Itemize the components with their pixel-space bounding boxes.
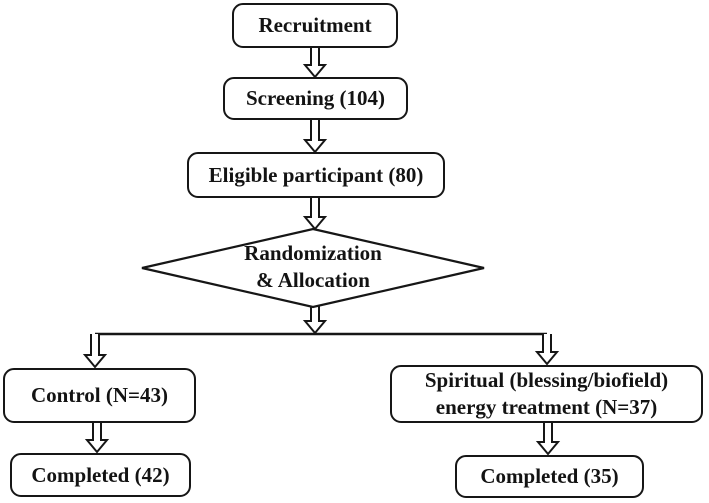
arrow-junction-to-control-icon bbox=[82, 334, 108, 369]
arrow-recruitment-to-screening-icon bbox=[302, 47, 328, 79]
arrow-eligible-to-randomization-icon bbox=[302, 197, 328, 231]
randomization-diamond bbox=[141, 227, 485, 309]
node-randomization-line1: Randomization bbox=[244, 241, 382, 265]
node-screening-label: Screening (104) bbox=[245, 86, 385, 110]
arrow-junction-to-spiritual-icon bbox=[534, 334, 560, 366]
node-recruitment-label: Recruitment bbox=[258, 13, 372, 37]
node-completed-control: Completed (42) bbox=[10, 453, 191, 497]
node-spiritual-line2: energy treatment (N=37) bbox=[435, 395, 658, 419]
node-completed-spiritual-label: Completed (35) bbox=[480, 464, 619, 488]
node-randomization-label: Randomization & Allocation bbox=[213, 240, 413, 294]
node-randomization-line2: & Allocation bbox=[256, 268, 370, 292]
arrow-control-to-completed-icon bbox=[84, 422, 110, 454]
node-spiritual-line1: Spiritual (blessing/biofield) bbox=[424, 368, 669, 392]
node-completed-spiritual: Completed (35) bbox=[455, 455, 644, 498]
node-eligible-label: Eligible participant (80) bbox=[208, 162, 424, 187]
node-screening: Screening (104) bbox=[223, 77, 408, 120]
node-control: Control (N=43) bbox=[3, 368, 196, 423]
node-eligible: Eligible participant (80) bbox=[187, 152, 445, 198]
node-spiritual: Spiritual (blessing/biofield) energy tre… bbox=[390, 365, 703, 423]
node-completed-control-label: Completed (42) bbox=[31, 462, 170, 487]
arrow-randomization-to-junction-icon bbox=[302, 306, 328, 335]
arrow-spiritual-to-completed-icon bbox=[535, 422, 561, 456]
arrow-screening-to-eligible-icon bbox=[302, 119, 328, 154]
node-recruitment: Recruitment bbox=[232, 3, 398, 48]
node-control-label: Control (N=43) bbox=[31, 383, 168, 407]
